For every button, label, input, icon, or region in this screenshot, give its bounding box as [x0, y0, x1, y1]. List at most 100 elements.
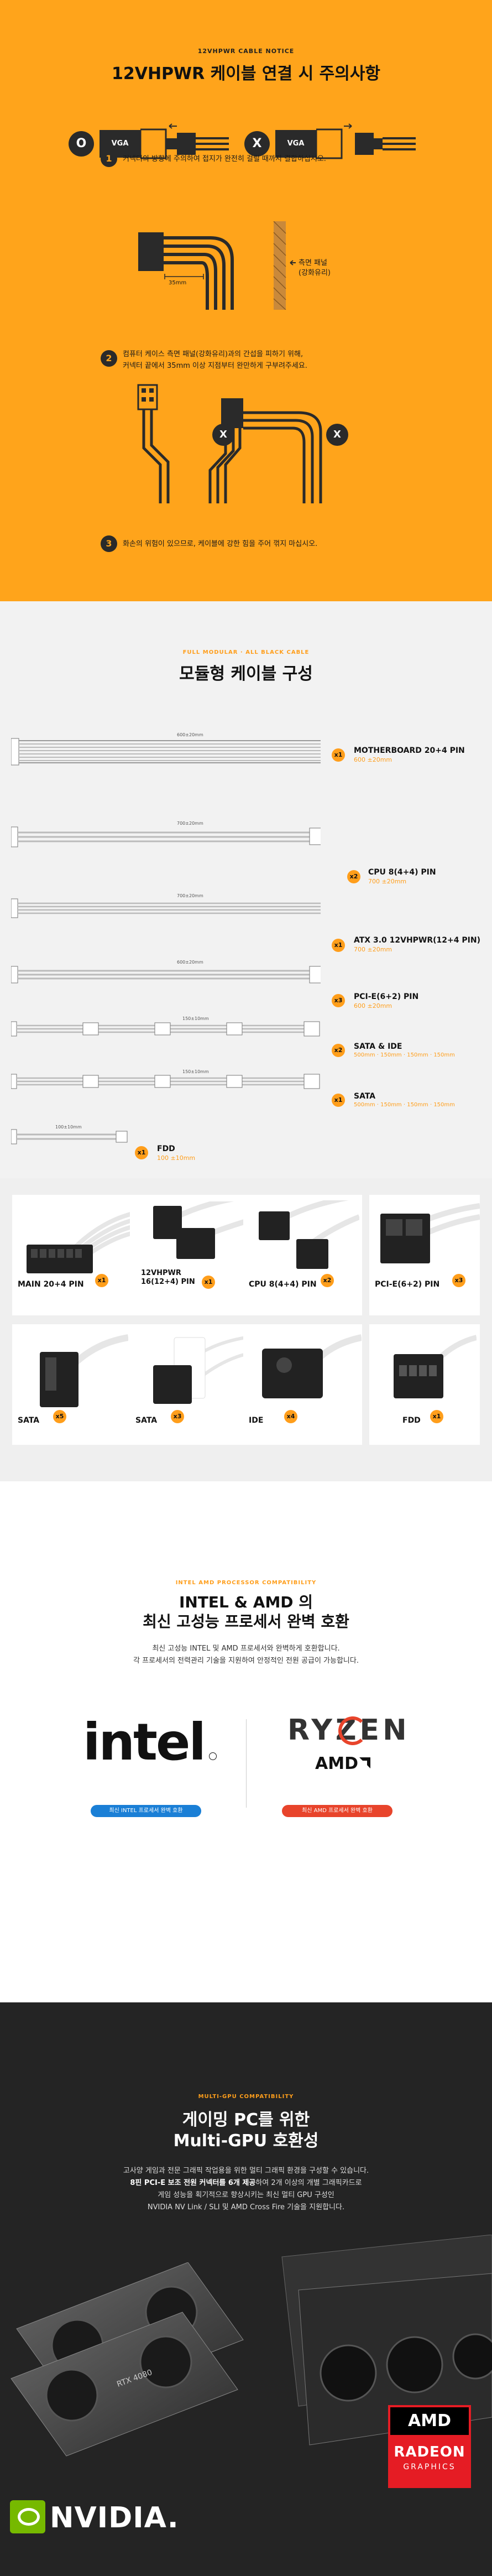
connector-qty-ide: x4	[284, 1410, 297, 1423]
ng-mark-2: X	[212, 424, 234, 446]
cpu-cable	[11, 826, 321, 847]
nvidia-eye-inner	[18, 2508, 40, 2526]
connector-name-pcie: PCI-E(6+2) PIN	[375, 1280, 440, 1289]
connector-name-12vhpwr-2: 16(12+4) PIN	[141, 1278, 195, 1286]
compat-divider	[246, 1719, 247, 1808]
intel-logo: intel	[83, 1713, 206, 1772]
panel-label-1: 측면 패널	[299, 259, 327, 267]
mb-cable	[11, 738, 321, 766]
radeon-badge-amd: AMD	[390, 2407, 469, 2435]
cable-name-5: SATA & IDE	[354, 1042, 402, 1051]
cable-len-5: 500mm · 150mm · 150mm · 150mm	[354, 1052, 455, 1058]
step-3-text: 화손의 위험이 있으므로, 케이블에 강한 힘을 주어 꺾지 마십시오.	[123, 540, 318, 548]
connector-qty-cpu: x2	[321, 1274, 334, 1287]
notice-title: 12VHPWR 케이블 연결 시 주의사항	[111, 64, 381, 84]
gpu-desc-2: 8핀 PCI-E 보조 전원 커넥터를 6개 제공하여 2개 이상의 개별 그래…	[0, 2177, 492, 2187]
sata-cable	[11, 1074, 320, 1089]
ng-vga-box: VGA	[275, 130, 316, 158]
amd-arrow-icon	[359, 1757, 370, 1768]
step-2-text-1: 컴퓨터 케이스 측면 패널(강화유리)과의 간섭을 피하기 위해,	[123, 350, 303, 358]
sata-ide-cable	[11, 1021, 320, 1037]
step-2-badge: 2	[101, 350, 117, 367]
connector-name-ide: IDE	[249, 1416, 264, 1425]
connector-name-cpu: CPU 8(4+4) PIN	[249, 1280, 317, 1289]
cable-qty-7: x1	[135, 1146, 148, 1159]
cable-name-2: CPU 8(4+4) PIN	[368, 868, 436, 877]
cable-len-7: 100 ±10mm	[157, 1154, 196, 1162]
connector-name-12vhpwr-1: 12VHPWR	[141, 1269, 181, 1277]
radeon-badge-radeon: RADEON	[394, 2444, 465, 2460]
connector-cell-pcie: PCI-E(6+2) PIN x3	[369, 1195, 480, 1315]
sata-connector-image-2	[153, 1336, 246, 1404]
radeon-badge-graphics: GRAPHICS	[403, 2463, 456, 2471]
compat-section: INTEL AMD PROCESSOR COMPATIBILITY INTEL …	[0, 1481, 492, 2002]
amd-logo: AMD	[315, 1754, 358, 1773]
compat-desc-1: 최신 고성능 INTEL 및 AMD 프로세서와 완벽하게 호환합니다.	[152, 1645, 340, 1653]
sharp-bend-diagram	[137, 384, 322, 503]
gpu-desc-2-strong: 8핀 PCI-E 보조 전원 커넥터를 6개 제공	[130, 2179, 256, 2187]
gpu-desc-3: 게임 성능을 획기적으로 향상시키는 최신 멀티 GPU 구성인	[158, 2191, 334, 2199]
connector-qty-main: x1	[95, 1274, 108, 1287]
cable-qty-6: x1	[332, 1094, 345, 1107]
step-3-badge: 3	[101, 535, 117, 552]
connector-cell-sata-1: SATA x5	[12, 1324, 131, 1445]
ng-mark-3: X	[326, 424, 348, 446]
gpu-desc-1: 고사양 게임과 전문 그래픽 작업용을 위한 멀티 그래픽 환경을 구성할 수 …	[123, 2167, 369, 2175]
modular-section: FULL MODULAR · ALL BLACK CABLE 모듈형 케이블 구…	[0, 601, 492, 1178]
cable-qty-1: x1	[332, 748, 345, 762]
amd-gpu-image	[281, 2235, 492, 2445]
cable-name-6: SATA	[354, 1092, 376, 1101]
intel-registered-mark	[209, 1752, 217, 1760]
gpu-desc-4: NVIDIA NV Link / SLI 및 AMD Cross Fire 기술…	[147, 2203, 345, 2211]
step-1-text: 커넥터의 방향에 주의하여 접지가 완전히 걸릴 때까지 결합하십시오.	[123, 155, 326, 163]
connector-cell-sata-2: SATA x3	[130, 1324, 249, 1445]
bend-diagram	[138, 221, 296, 310]
step-1-badge: 1	[101, 150, 117, 167]
connector-section: MAIN 20+4 PIN x1 12VHPWR 16(12+4) PIN x1…	[0, 1178, 492, 1481]
cable-dim-2: 700±20mm	[177, 821, 203, 826]
cable-len-6: 500mm · 150mm · 150mm · 150mm	[354, 1102, 455, 1108]
notice-eyebrow: 12VHPWR CABLE NOTICE	[197, 48, 295, 55]
compat-desc-2: 각 프로세서의 전력관리 기술을 지원하여 안정적인 전원 공급이 가능합니다.	[133, 1657, 359, 1665]
compat-title-2: 최신 고성능 프로세서 완벽 호환	[143, 1612, 349, 1631]
hpwr-cable	[11, 898, 321, 918]
connector-name-fdd: FDD	[402, 1416, 421, 1425]
connector-name-main: MAIN 20+4 PIN	[18, 1280, 84, 1289]
cable-dim-5: 150±10mm	[182, 1016, 209, 1021]
step-2-text-2: 커넥터 끝에서 35mm 이상 지점부터 완만하게 구부려주세요.	[123, 362, 307, 370]
cable-qty-3: x1	[332, 939, 345, 952]
ok-connector-illustration	[140, 123, 229, 159]
ng-mark: X	[244, 131, 270, 157]
cable-name-3: ATX 3.0 12VHPWR(12+4 PIN)	[354, 936, 480, 945]
gpu-desc-2-rest: 하여 2개 이상의 개별 그래픽카드로	[255, 2179, 362, 2187]
radeon-badge: AMD RADEON GRAPHICS	[388, 2405, 471, 2488]
pcie-cable	[11, 966, 321, 983]
fdd-cable	[11, 1129, 128, 1144]
cable-name-1: MOTHERBOARD 20+4 PIN	[354, 746, 465, 755]
cable-dim-6: 150±10mm	[182, 1069, 209, 1074]
ide-connector-image	[262, 1334, 362, 1398]
gpu-title-2: Multi-GPU 호환성	[173, 2131, 319, 2151]
modular-eyebrow: FULL MODULAR · ALL BLACK CABLE	[182, 649, 310, 655]
distance-label: 35mm	[169, 280, 187, 286]
cable-name-4: PCI-E(6+2) PIN	[354, 992, 419, 1001]
connector-qty-fdd: x1	[430, 1410, 443, 1423]
cable-len-2: 700 ±20mm	[368, 878, 407, 885]
connector-cell-fdd: FDD x1	[369, 1324, 480, 1445]
fdd-connector-image	[394, 1335, 477, 1398]
gpu-eyebrow: MULTI-GPU COMPATIBILITY	[198, 2094, 294, 2100]
amd-compat-pill: 최신 AMD 프로세서 완벽 호환	[282, 1805, 392, 1817]
connector-name-sata-1: SATA	[18, 1416, 40, 1425]
cable-qty-2: x2	[347, 870, 360, 883]
ok-mark: O	[69, 131, 94, 157]
connector-cell-cpu: CPU 8(4+4) PIN x2	[243, 1195, 362, 1315]
nvidia-logo: NVIDIA.	[50, 2501, 179, 2535]
cable-len-1: 600 ±20mm	[354, 756, 392, 763]
cable-qty-5: x2	[332, 1044, 345, 1057]
ng-connector-illustration	[316, 123, 416, 159]
compat-eyebrow: INTEL AMD PROCESSOR COMPATIBILITY	[175, 1580, 317, 1586]
main-connector-image	[27, 1209, 144, 1273]
pcie-connector-image	[380, 1203, 480, 1263]
notice-section: 12VHPWR CABLE NOTICE 12VHPWR 케이블 연결 시 주의…	[0, 0, 492, 601]
cable-qty-4: x3	[332, 994, 345, 1007]
